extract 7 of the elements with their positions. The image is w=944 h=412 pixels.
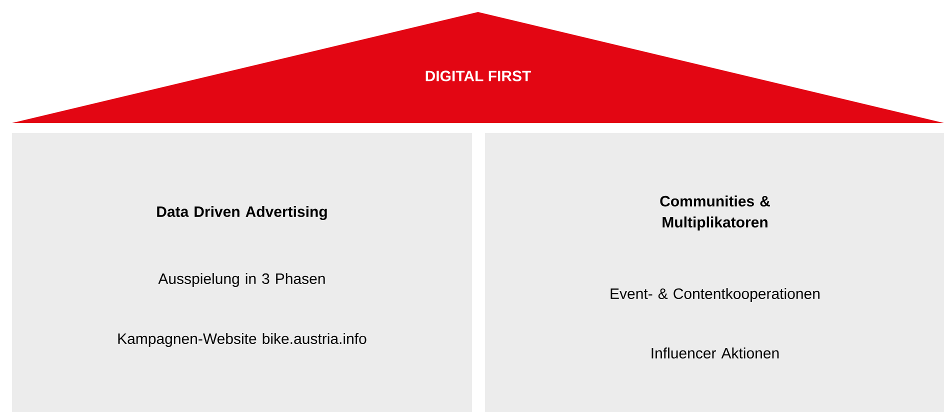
roof-triangle: DIGITAL FIRST — [12, 12, 944, 123]
body-text: Ausspielung in 3 Phasen — [158, 273, 325, 287]
body-text: Event- & Contentkooperationen — [610, 288, 820, 302]
body-text: Influencer Aktionen — [652, 348, 779, 358]
panel-heading: Communities & Multiplikatoren — [660, 196, 770, 230]
body-text: Kampagnen-Website bike.austria.info — [118, 333, 366, 347]
panel-heading: Data Driven Advertising — [157, 206, 327, 220]
